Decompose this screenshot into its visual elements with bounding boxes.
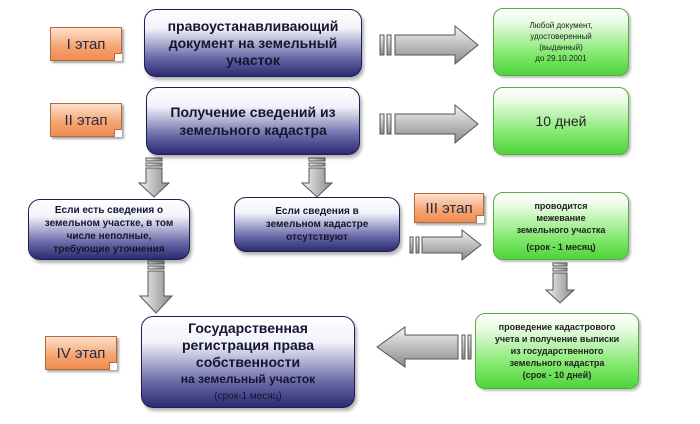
info-absent-line: отсутствуют [286,232,348,243]
info-exists-line: требующие уточнения [53,243,165,255]
info-exists-line: земельном участке, в том [44,217,174,229]
survey-box: проводится межевание земельного участка … [493,192,629,260]
cadastral-line: учета и получение выписки [494,334,620,344]
cadastral-term: (срок - 10 дней) [522,370,592,380]
survey-line: земельного участка [516,224,606,235]
stage-4-label: IV этап [45,336,117,370]
title-document-line: документ на земельный [168,34,338,51]
any-document-box: Любой документ, удостоверенный (выданный… [493,8,629,76]
any-document-line: удостоверенный [530,32,592,41]
registration-line: собственности [195,353,301,370]
registration-box: Государственная регистрация права собств… [141,316,355,408]
cadastral-line: земельного кадастра [509,358,605,368]
info-absent-box: Если сведения в земельном кадастре отсут… [234,197,400,252]
title-document-line: участок [226,51,280,68]
registration-line: регистрация права [181,336,315,353]
cadastre-info-line: Получение сведений из [170,104,336,120]
registration-term: (срок-1 месяц) [214,390,282,402]
stage-2-label: II этап [50,103,122,137]
ten-days-text: 10 дней [535,113,587,129]
left-arrow [376,326,472,368]
stage-4-text: IV этап [56,344,106,362]
cadastral-line: проведение кадастрового [498,322,616,332]
registration-line: Государственная [188,319,308,336]
stage-3-text: III этап [425,199,473,217]
stage-2-text: II этап [64,111,108,129]
any-document-line: Любой документ, [529,21,593,30]
title-document-line: правоустанавливающий [167,17,339,34]
survey-line: межевание [536,212,586,223]
survey-line: проводится [534,200,588,211]
info-exists-line: Если есть сведения о [54,204,164,216]
down-arrow-2 [300,157,334,198]
stage-1-label: I этап [50,27,122,61]
down-arrow-3 [138,260,174,314]
stage-3-label: III этап [414,193,484,223]
info-absent-line: земельном кадастре [265,219,369,230]
right-arrow-2 [379,103,479,145]
ten-days-box: 10 дней [493,87,629,155]
info-exists-box: Если есть сведения о земельном участке, … [28,199,190,260]
any-document-line: до 29.10.2001 [535,54,587,63]
registration-line: на земельный участок [180,371,316,386]
info-absent-line: Если сведения в [275,206,359,217]
cadastre-info-line: земельного кадастра [179,122,327,138]
down-arrow-4 [544,262,576,304]
right-arrow-3 [409,228,482,262]
any-document-line: (выданный) [539,43,583,52]
cadastral-record-box: проведение кадастрового учета и получени… [475,313,639,389]
info-exists-line: числе неполные, [66,230,152,242]
cadastre-info-box: Получение сведений из земельного кадастр… [146,87,360,155]
down-arrow-1 [137,157,171,198]
right-arrow-1 [379,24,479,66]
survey-term: (срок - 1 месяц) [526,241,596,252]
cadastral-line: из государственного [510,346,604,356]
stage-1-text: I этап [66,35,106,53]
title-document-box: правоустанавливающий документ на земельн… [144,9,362,77]
